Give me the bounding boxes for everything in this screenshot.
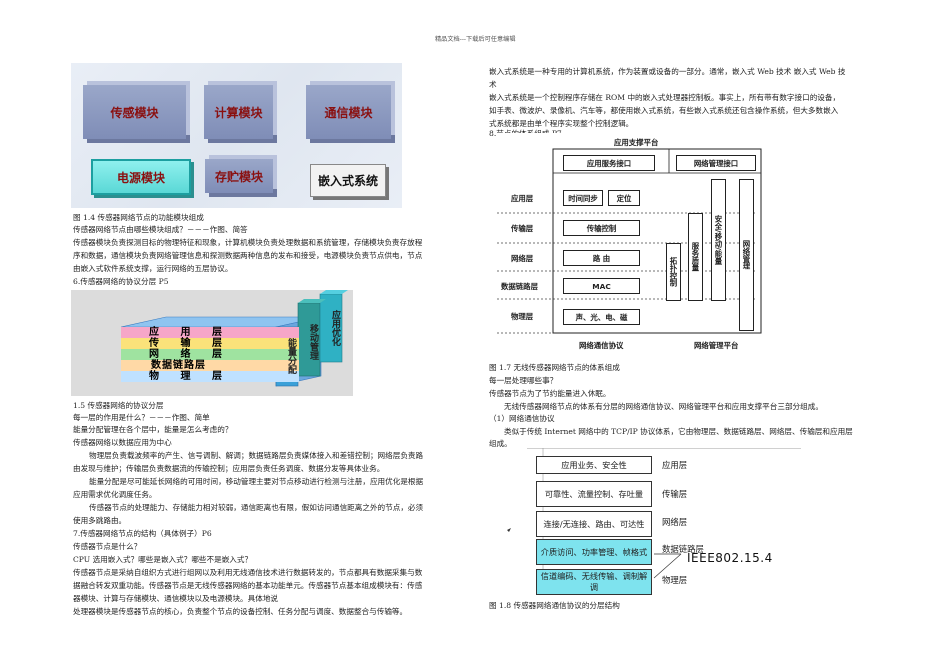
- text-line: 据融合转发双重功能。传感器节点是无线传感器网络的基本功能单元。传感器节点基本组成…: [73, 581, 423, 590]
- text-line: 每一层处理哪些事？: [489, 376, 558, 385]
- ieee-standard-label: IEEE802.15.4: [687, 551, 773, 565]
- layer-datalink: 数据链路层: [121, 360, 299, 371]
- sensing-module-box: 传感模块: [83, 85, 186, 139]
- layer-label-transport: 传输层: [511, 224, 534, 233]
- text-line: （1）网络通信协议: [489, 414, 555, 423]
- app-optimization-label: 应用优化: [330, 310, 340, 346]
- reliability-box: 可靠性、流量控制、存吐量: [536, 481, 652, 507]
- text-line: 器模块、计算与存储模块、通信模块以及电源模块。具体地说: [73, 594, 279, 603]
- net-mgmt-platform-label: 网络管理平台: [694, 341, 739, 350]
- text-line: 式系统都是由单个程序实现整个控制逻辑。: [489, 119, 634, 128]
- text-line: CPU 选用嵌入式？哪些是嵌入式？哪些不是嵌入式？: [73, 555, 253, 564]
- connection-box: 连接/无连接、路由、可达性: [536, 511, 652, 537]
- compute-module-box: 计算模块: [204, 85, 273, 139]
- text-line: 传感器节点是采纳自组织方式进行组网以及利用无线通信技术进行数据转发的，节点都具有…: [73, 568, 423, 577]
- transport-control-box: 传输控制: [563, 220, 640, 236]
- layer-transport: 传 输 层: [121, 338, 299, 349]
- text-line: 能量分配管理在各个层中，能量是怎么考虑的？: [73, 425, 233, 434]
- text-line: 类似于传统 Internet 网络中的 TCP/IP 协议体系，它由物理层、数据…: [504, 427, 853, 436]
- net-comm-protocol-label: 网络通信协议: [579, 341, 624, 350]
- layer-label-physical: 物理层: [511, 312, 534, 321]
- text-line: 传感器节点是什么？: [73, 542, 142, 551]
- figure-1-7: 应用支撑平台 应用服务接口 网络管理接口 应用层 传输层 网络层 数据链路层 物…: [497, 133, 773, 355]
- locate-box: 定位: [608, 190, 640, 206]
- security-mobility-energy-box: 安全/移动/能量: [711, 179, 726, 301]
- mobility-mgmt-label: 移动管理: [308, 324, 318, 360]
- mac-box: MAC: [563, 278, 640, 294]
- text-line: 传感器节点的处理能力、存储能力相对较弱，通信距离也有限，假如访问通信距离之外的节…: [89, 503, 424, 512]
- text-line: 术: [489, 80, 497, 89]
- caption-fig-1-5: 1.5 传感器网络的协议分层: [73, 401, 164, 410]
- comm-module-box: 通信模块: [306, 85, 391, 139]
- network-management-box: 网络管理: [739, 179, 754, 331]
- text-line: 传感器节点为了节约能量进入休眠。: [489, 389, 611, 398]
- text-line: 如手表、微波炉、录像机、汽车等，都使用嵌入式系统，有些嵌入式系统还包含操作系统，…: [489, 106, 839, 115]
- app-support-platform-title: 应用支撑平台: [614, 138, 659, 147]
- figure-1-4: 传感模块 计算模块 通信模块 电源模块 存贮模块 嵌入式系统: [71, 63, 402, 208]
- text-line: 序和数据，通信模块负责网络管理信息和探测数据两种信息的发布和接受，电源模块负责节…: [73, 251, 423, 260]
- text-line: 由发现与维护；传输层负责数据流的传输控制；应用层负责任务调度、数据分发等具体业务…: [73, 464, 385, 473]
- osi-label-network: 网络层: [662, 517, 688, 527]
- layer-physical: 物 理 层: [121, 371, 299, 382]
- caption-fig-1-4: 图 1.4 传感器网络节点的功能模块组成: [73, 213, 204, 222]
- power-module-box: 电源模块: [91, 159, 191, 195]
- osi-label-transport: 传输层: [662, 489, 688, 499]
- energy-mgmt-label: 能量分配: [286, 338, 296, 374]
- text-line: 物理层负责载波频率的产生、信号调制、解调；数据链路层负责媒体接入和差错控制；网络…: [89, 451, 424, 460]
- text-line: 应用需求优化调度任务。: [73, 490, 157, 499]
- caption-fig-1-8: 图 1.8 传感器网络通信协议的分层结构: [489, 601, 620, 610]
- physical-media-box: 声、光、电、磁: [563, 309, 640, 325]
- text-line: 组成。: [489, 439, 512, 448]
- layer-label-network: 网络层: [511, 254, 534, 263]
- channel-coding-box: 信道编码、无线传输、调制解调: [536, 569, 652, 595]
- figure-1-5: 应 用 层 传 输 层 网 络 层 数据链路层 物 理 层 能量分配 移动管理 …: [71, 290, 353, 396]
- app-service-interface-box: 应用服务接口: [563, 155, 655, 171]
- text-line: 无线传感器网络节点的体系有分层的网络通信协议、网络管理平台和应用支撑平台三部分组…: [504, 402, 823, 411]
- text-line: 6.传感器网络的协议分层 P5: [73, 277, 169, 286]
- text-line: 7.传感器网络节点的结构（具体例子）P6: [73, 529, 212, 538]
- caption-fig-1-7: 图 1.7 无线传感器网络节点的体系组成: [489, 363, 620, 372]
- layer-app: 应 用 层: [121, 327, 299, 338]
- text-line: 使用多跳路由。: [73, 516, 127, 525]
- app-service-box: 应用业务、安全性: [536, 456, 652, 474]
- text-line: 传感器网络以数据应用为中心: [73, 438, 172, 447]
- layer-label-datalink: 数据链路层: [501, 282, 538, 291]
- mac-access-box: 介质访问、功率管理、帧格式: [536, 539, 652, 565]
- qos-box: 服务质量: [688, 213, 703, 301]
- embedded-system-box: 嵌入式系统: [310, 164, 386, 197]
- figure-1-8: 应用业务、安全性 可靠性、流量控制、存吐量 连接/无连接、路由、可达性 介质访问…: [503, 448, 801, 595]
- osi-label-physical: 物理层: [662, 575, 688, 585]
- layer-label-app: 应用层: [511, 194, 534, 203]
- text-line: 嵌入式系统是一种专用的计算机系统，作为装置或设备的一部分。通常，嵌入式 Web …: [489, 67, 846, 76]
- net-mgmt-interface-box: 网络管理接口: [676, 155, 756, 171]
- text-line: 处理器模块是传感器节点的核心，负责整个节点的设备控制、任务分配与调度、数据整合与…: [73, 607, 408, 616]
- text-line: 能量分配是尽可能延长网络的可用时间，移动管理主要对节点移动进行检测与注册，应用优…: [89, 477, 424, 486]
- osi-label-app: 应用层: [662, 460, 688, 470]
- osi-label-datalink: 数据链路层: [662, 544, 704, 554]
- text-line: 由嵌入式软件系统支撑，运行网络的五层协议。: [73, 264, 233, 273]
- time-sync-box: 时间同步: [563, 190, 603, 206]
- storage-module-box: 存贮模块: [205, 159, 273, 193]
- text-line: 传感器网络节点由哪些模块组成？－－－作图、简答: [73, 225, 248, 234]
- routing-box: 路 由: [563, 250, 640, 266]
- text-line: 嵌入式系统是一个控制程序存储在 ROM 中的嵌入式处理器控制板。事实上，所有带有…: [489, 93, 841, 102]
- text-line: 每一层的作用是什么？－－－作图、简单: [73, 413, 210, 422]
- header-note: 精品文档---下载后可任意编辑: [435, 36, 516, 43]
- topology-control-box: 拓扑控制: [666, 243, 681, 301]
- text-line: 传感器模块负责探测目标的物理特征和现象，计算机模块负责处理数据和系统管理，存储模…: [73, 238, 423, 247]
- layer-network: 网 络 层: [121, 349, 299, 360]
